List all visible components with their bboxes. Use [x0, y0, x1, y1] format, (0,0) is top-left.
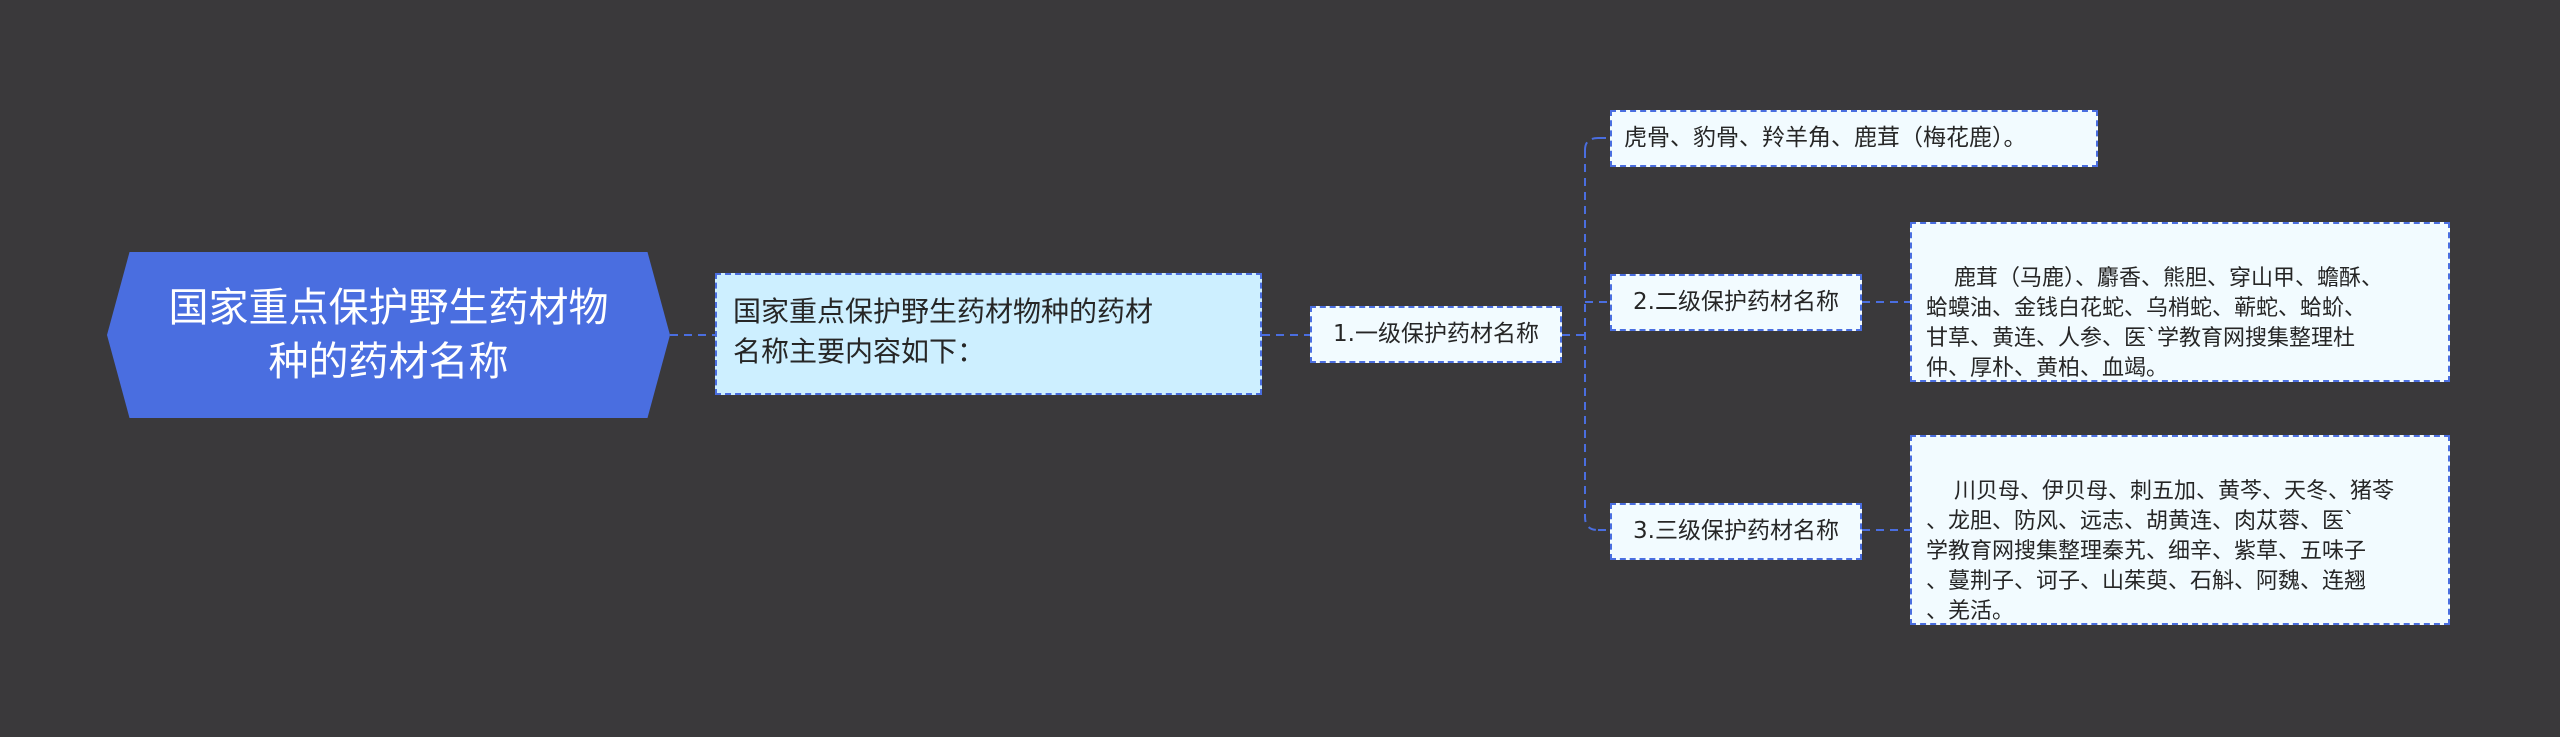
third-class-topic[interactable]: 3.三级保护药材名称 — [1610, 503, 1862, 560]
summary-topic[interactable]: 国家重点保护野生药材物种的药材 名称主要内容如下： — [715, 273, 1262, 395]
second-class-detail-text: 鹿茸（马鹿）、麝香、熊胆、穿山甲、蟾酥、 蛤蟆油、金钱白花蛇、乌梢蛇、蕲蛇、蛤蚧… — [1926, 266, 2383, 381]
third-class-label: 3.三级保护药材名称 — [1633, 518, 1839, 544]
connector-trunk — [1584, 137, 1599, 531]
second-class-topic[interactable]: 2.二级保护药材名称 — [1610, 274, 1862, 331]
first-class-items-topic[interactable]: 虎骨、豹骨、羚羊角、鹿茸（梅花鹿）。 — [1610, 110, 2098, 167]
root-topic-line-1: 国家重点保护野生药材物 — [168, 285, 609, 331]
summary-topic-line-2: 名称主要内容如下： — [733, 335, 986, 368]
second-class-label: 2.二级保护药材名称 — [1633, 289, 1839, 315]
level1-topic-label: 1.一级保护药材名称 — [1333, 321, 1539, 347]
level1-topic[interactable]: 1.一级保护药材名称 — [1310, 306, 1562, 363]
root-topic-line-2: 种的药材名称 — [268, 339, 509, 385]
third-class-detail[interactable]: 川贝母、伊贝母、刺五加、黄芩、天冬、猪苓 、龙胆、防风、远志、胡黄连、肉苁蓉、医… — [1910, 435, 2450, 625]
root-topic[interactable]: 国家重点保护野生药材物 种的药材名称 — [107, 252, 670, 418]
third-class-detail-text: 川贝母、伊贝母、刺五加、黄芩、天冬、猪苓 、龙胆、防风、远志、胡黄连、肉苁蓉、医… — [1926, 479, 2394, 624]
second-class-detail[interactable]: 鹿茸（马鹿）、麝香、熊胆、穿山甲、蟾酥、 蛤蟆油、金钱白花蛇、乌梢蛇、蕲蛇、蛤蚧… — [1910, 222, 2450, 382]
first-class-items-label: 虎骨、豹骨、羚羊角、鹿茸（梅花鹿）。 — [1624, 125, 2027, 151]
summary-topic-line-1: 国家重点保护野生药材物种的药材 — [733, 295, 1154, 328]
